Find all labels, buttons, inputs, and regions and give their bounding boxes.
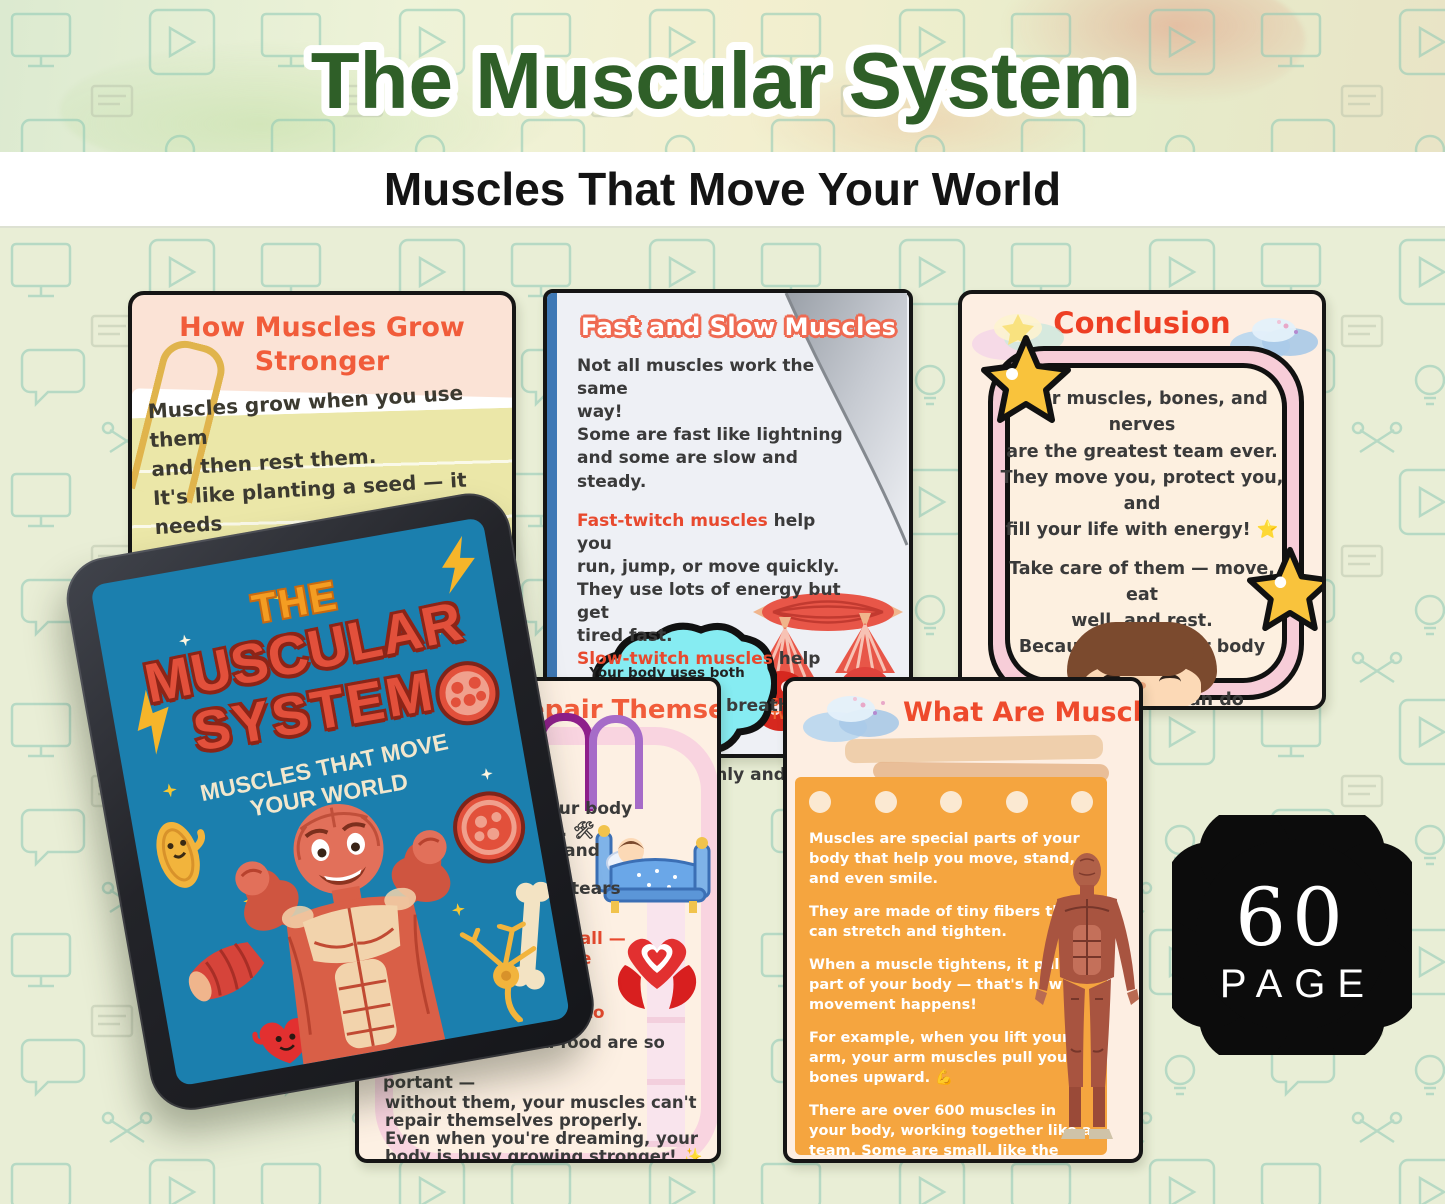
tablet-mockup: THE MUSCULAR SYSTEM MUSCLES THAT MOVE YO… xyxy=(60,486,601,1117)
page-title-art: The Muscular System xyxy=(303,28,1142,133)
tablet-screen-cover: THE MUSCULAR SYSTEM MUSCLES THAT MOVE YO… xyxy=(90,516,571,1087)
text-line: portant — xyxy=(383,1073,476,1092)
star-icon xyxy=(1244,544,1322,636)
muscle-man-illustration xyxy=(170,760,532,1083)
card-what-are-muscles: What Are Muscles? Muscles are special pa… xyxy=(783,677,1143,1163)
page-subtitle: Muscles That Move Your World xyxy=(383,163,1062,215)
text-line: body is busy growing stronger! ✨ xyxy=(385,1147,703,1163)
text-line: Even when you're dreaming, your xyxy=(385,1129,699,1148)
anatomy-figure-illustration xyxy=(1035,849,1139,1153)
badge-label: PAGE xyxy=(1220,962,1376,1006)
sleeping-child-illustration xyxy=(591,815,717,921)
page-title: The Muscular System xyxy=(311,36,1134,125)
punch-hole-dots xyxy=(809,791,1093,813)
card-title-fast-slow: Fast and Slow Muscles xyxy=(581,313,897,341)
text-line: repair themselves properly. xyxy=(385,1111,643,1130)
card-title-what: What Are Muscles? xyxy=(903,697,1142,728)
brush-stroke xyxy=(844,734,1104,764)
badge-number: 60 xyxy=(1235,871,1349,964)
muscle-fiber-icon xyxy=(429,655,506,735)
card-conclusion: Conclusion Your muscles, bones, and nerv… xyxy=(958,290,1326,710)
text-line: without them, your muscles can't xyxy=(385,1093,697,1112)
paperclip-icon xyxy=(589,715,643,809)
subtitle-band: Muscles That Move Your World xyxy=(0,152,1445,228)
page-count-badge: 60 PAGE xyxy=(1152,795,1432,1075)
star-icon xyxy=(978,332,1074,428)
